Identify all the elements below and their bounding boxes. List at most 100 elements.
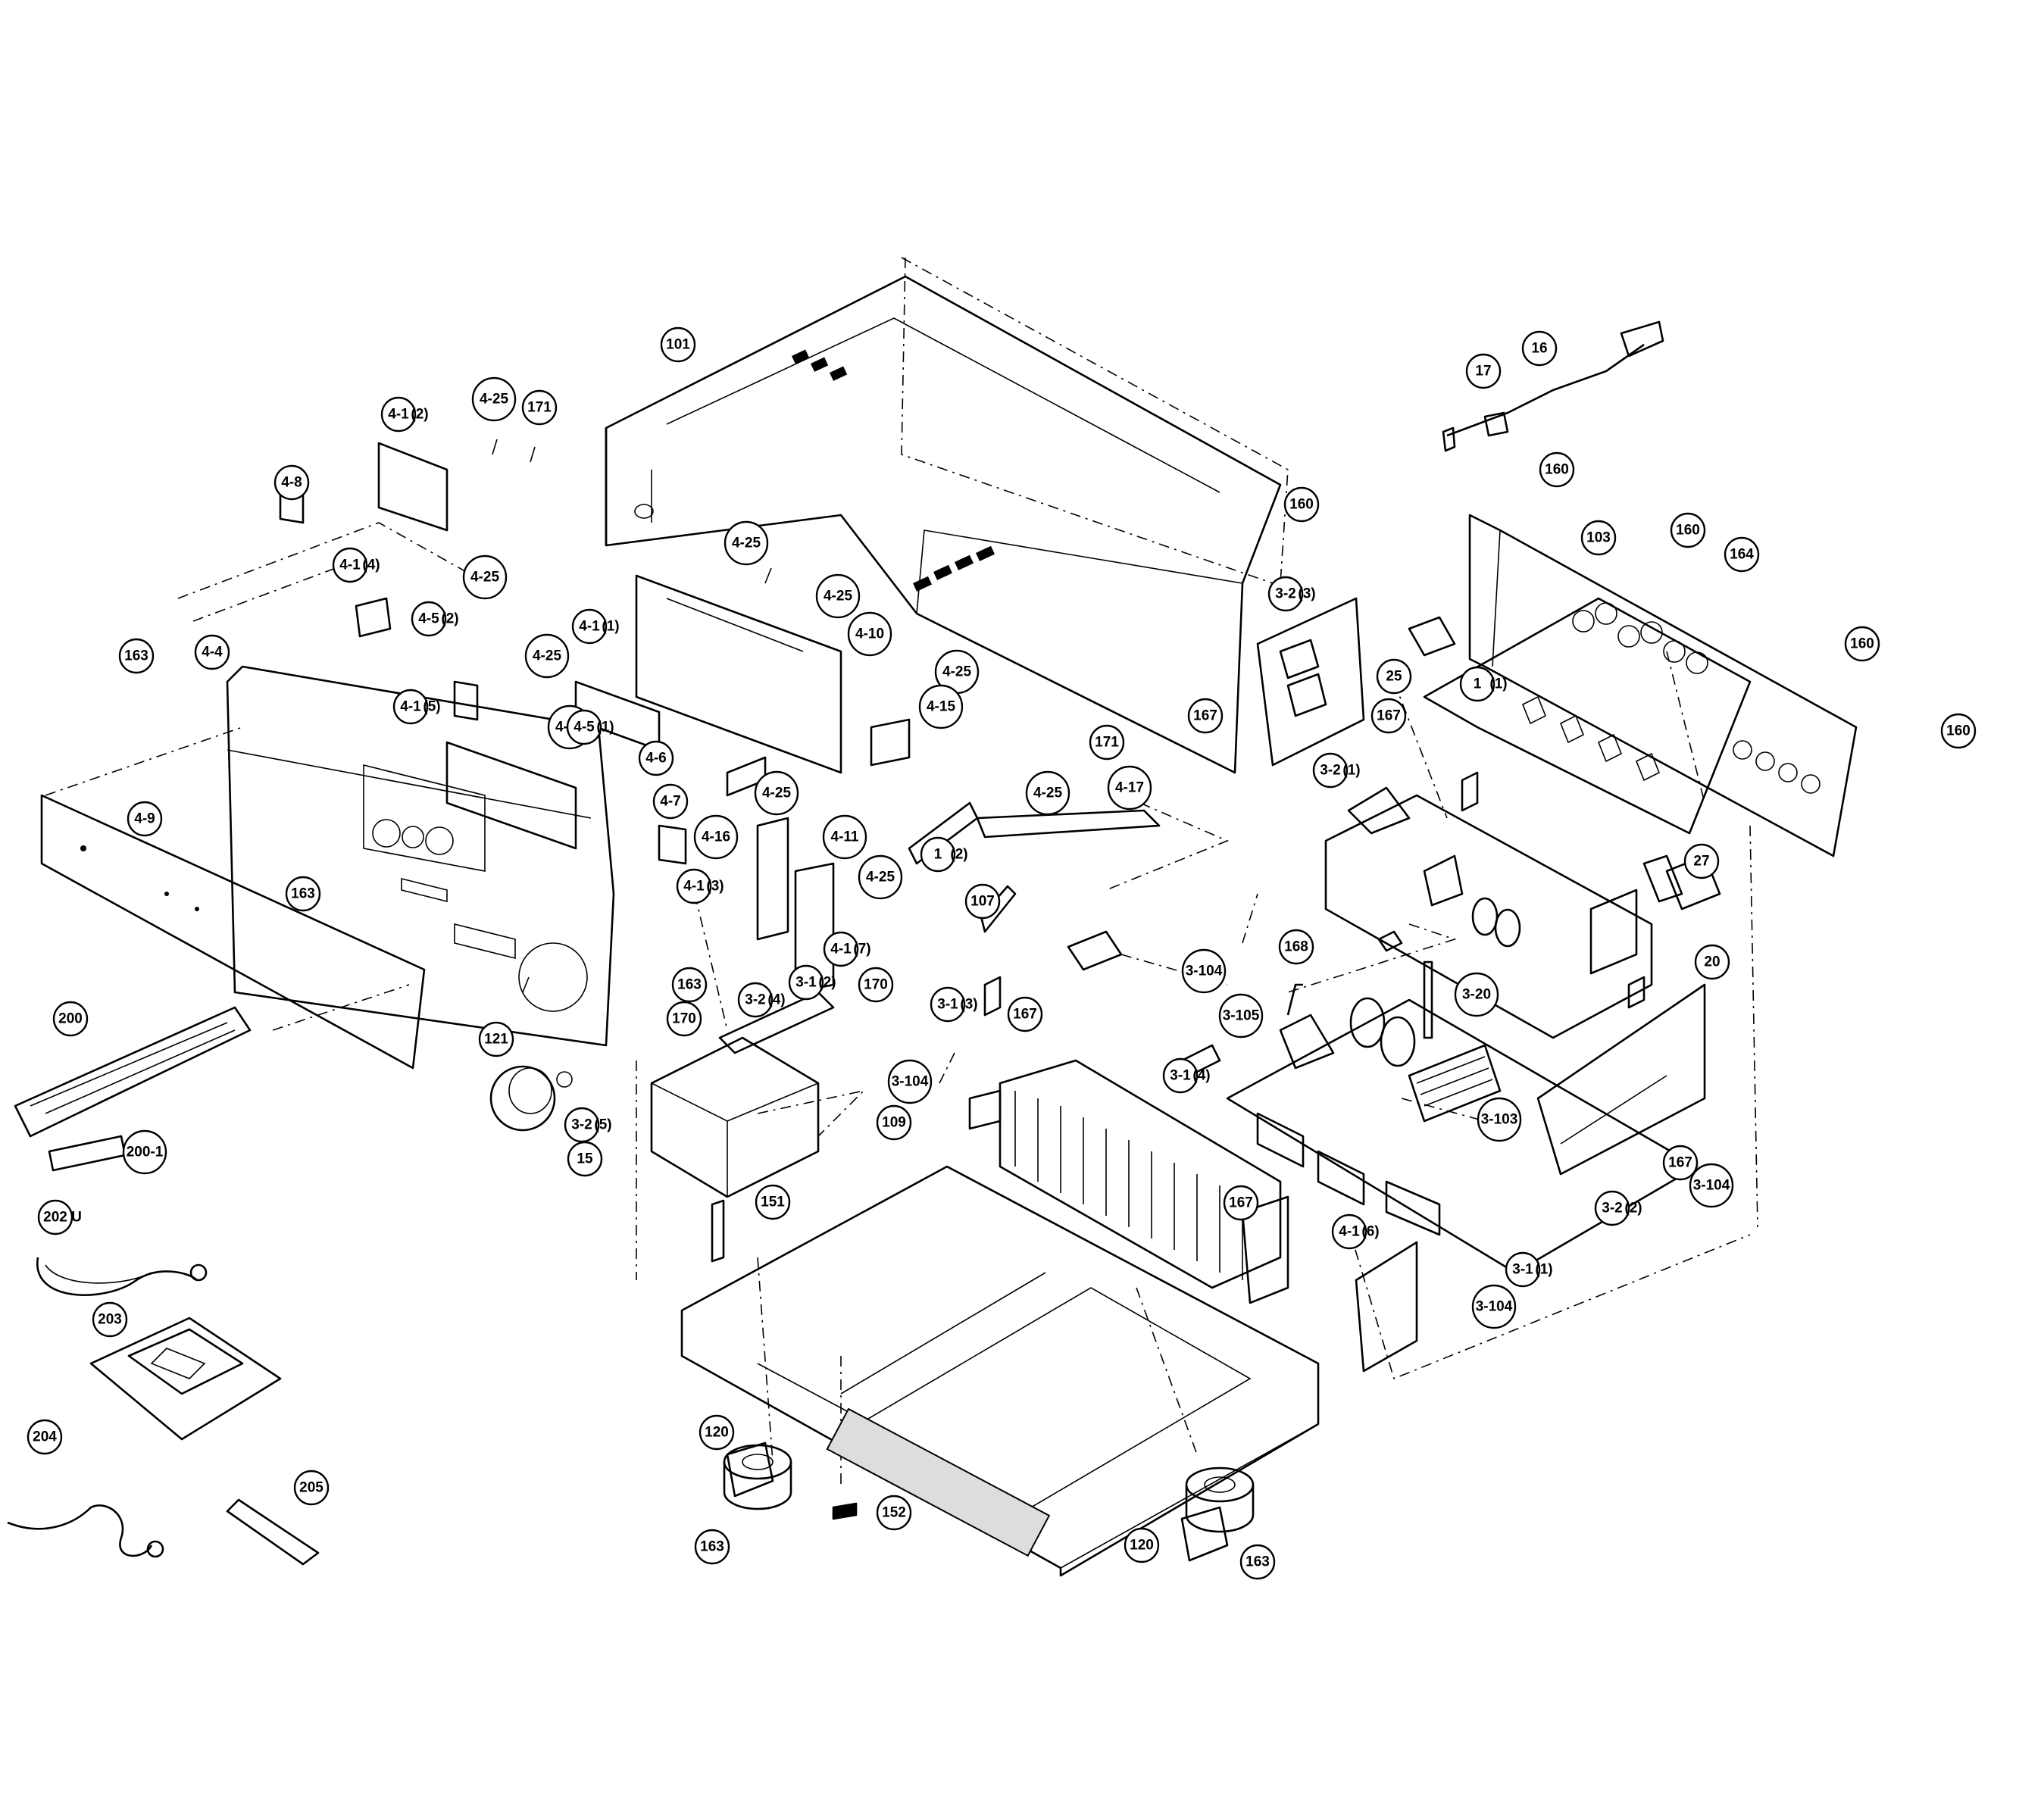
callout-circle [524,633,570,679]
callout-203: 203 [92,1301,128,1338]
callout-circle [1521,330,1558,367]
callout-circle [411,601,447,637]
callout-circle [392,689,429,725]
callout-label: 200 [58,1011,83,1027]
callout-120: 120 [1124,1527,1160,1563]
callout-417: 4-17 [1107,765,1152,811]
callout-label: 160 [1676,523,1700,539]
callout-label: 151 [761,1195,785,1210]
callout-label: 3-103 [1481,1112,1518,1128]
callout-41: 4-1(6) [1331,1213,1380,1250]
callout-label: 4-1 [1339,1224,1360,1240]
callout-qty: (1) [596,720,614,736]
callout-48: 4-8 [273,464,310,501]
callout-425: 4-25 [754,770,799,816]
callout-qty: (6) [1361,1224,1379,1240]
top-cover [605,275,1282,774]
callout-circle [724,520,769,566]
callout-425: 4-25 [462,554,508,600]
callout-3104: 3-104 [1181,948,1227,994]
callout-41: 4-1(5) [392,689,441,725]
callout-167: 167 [1662,1145,1699,1181]
callout-109: 109 [876,1104,912,1141]
callout-label: 20 [1704,954,1720,970]
volume-knob [489,1065,573,1132]
callout-205: 205 [293,1470,330,1506]
power-cord [1442,320,1664,452]
callout-circle [1283,486,1320,523]
callout-425: 4-25 [815,573,861,619]
callout-3104: 3-104 [887,1059,933,1104]
callout-170: 170 [666,1001,702,1037]
callout-152: 152 [876,1495,912,1531]
callout-160: 160 [1670,512,1706,548]
callout-circle [1376,658,1412,695]
callout-circle [1331,1213,1367,1250]
callout-circle [380,396,417,433]
callout-label: 160 [1946,723,1971,739]
callout-45: 4-5(1) [566,709,614,745]
callout-label: 1 [934,847,942,863]
callout-circle [876,1495,912,1531]
callout-160: 160 [1539,451,1575,488]
callout-label: 3-2 [1275,586,1295,602]
callout-label: 3-2 [1602,1201,1622,1217]
callout-label: 25 [1386,669,1402,685]
callout-circle [92,1301,128,1338]
callout-120: 120 [699,1414,735,1451]
am-loop-antenna [89,1317,282,1441]
callout-circle [1689,1163,1734,1208]
callout-171: 171 [521,389,558,426]
callout-200: 200 [52,1001,89,1037]
callout-circle [1107,765,1152,811]
callout-circle [571,608,608,645]
input-board [1408,597,1752,835]
callout-1: 1(1) [1459,666,1508,702]
callout-16: 16 [1521,330,1558,367]
callout-label: 4-11 [831,829,859,845]
callout-circle [1471,1284,1517,1329]
callout-qty: (2) [1624,1201,1642,1217]
callout-label: 4-15 [927,699,955,715]
callout-41: 4-1(2) [380,396,429,433]
callout-circle [652,783,689,820]
callout-circle [694,1529,730,1565]
callout-label: 204 [33,1429,57,1445]
callout-label: 167 [1229,1195,1253,1211]
callout-label: 4-25 [762,786,791,801]
callout-circle [1580,520,1617,556]
callout-circle [1089,724,1125,761]
callout-label: 170 [672,1011,696,1027]
callout-circle [1940,713,1977,749]
callout-circle [1162,1057,1199,1094]
callout-label: 202 [43,1210,67,1226]
callout-circle [847,611,892,657]
callout-label: 167 [1193,708,1217,724]
callout-label: 167 [1013,1007,1037,1023]
callout-3104: 3-104 [1689,1163,1734,1208]
callout-label: 3-2 [1320,763,1340,779]
callout-circle [1025,770,1070,816]
callout-circle [37,1199,73,1235]
callout-label: 120 [1130,1538,1154,1554]
callout-qty: (1) [1489,676,1507,692]
callout-label: 203 [98,1312,122,1328]
callout-qty: (4) [767,992,785,1008]
callout-425: 4-25 [471,376,517,422]
callout-circle [815,573,861,619]
spring-part [711,1199,725,1263]
callout-41: 4-1(3) [676,868,724,904]
callout-101: 101 [660,326,696,363]
callout-circle [858,854,903,900]
callout-163: 163 [694,1529,730,1565]
callout-32: 3-2(1) [1312,752,1361,789]
callout-label: 3-104 [892,1074,929,1090]
callout-label: 3-1 [937,997,958,1013]
callout-167: 167 [1187,698,1224,734]
callout-163: 163 [1239,1544,1276,1580]
fm-antenna-wire [36,1257,208,1296]
callout-32: 3-2(2) [1594,1190,1642,1226]
callout-circle [887,1059,933,1104]
callout-circle [671,967,708,1003]
callout-qty: (2) [441,611,458,627]
